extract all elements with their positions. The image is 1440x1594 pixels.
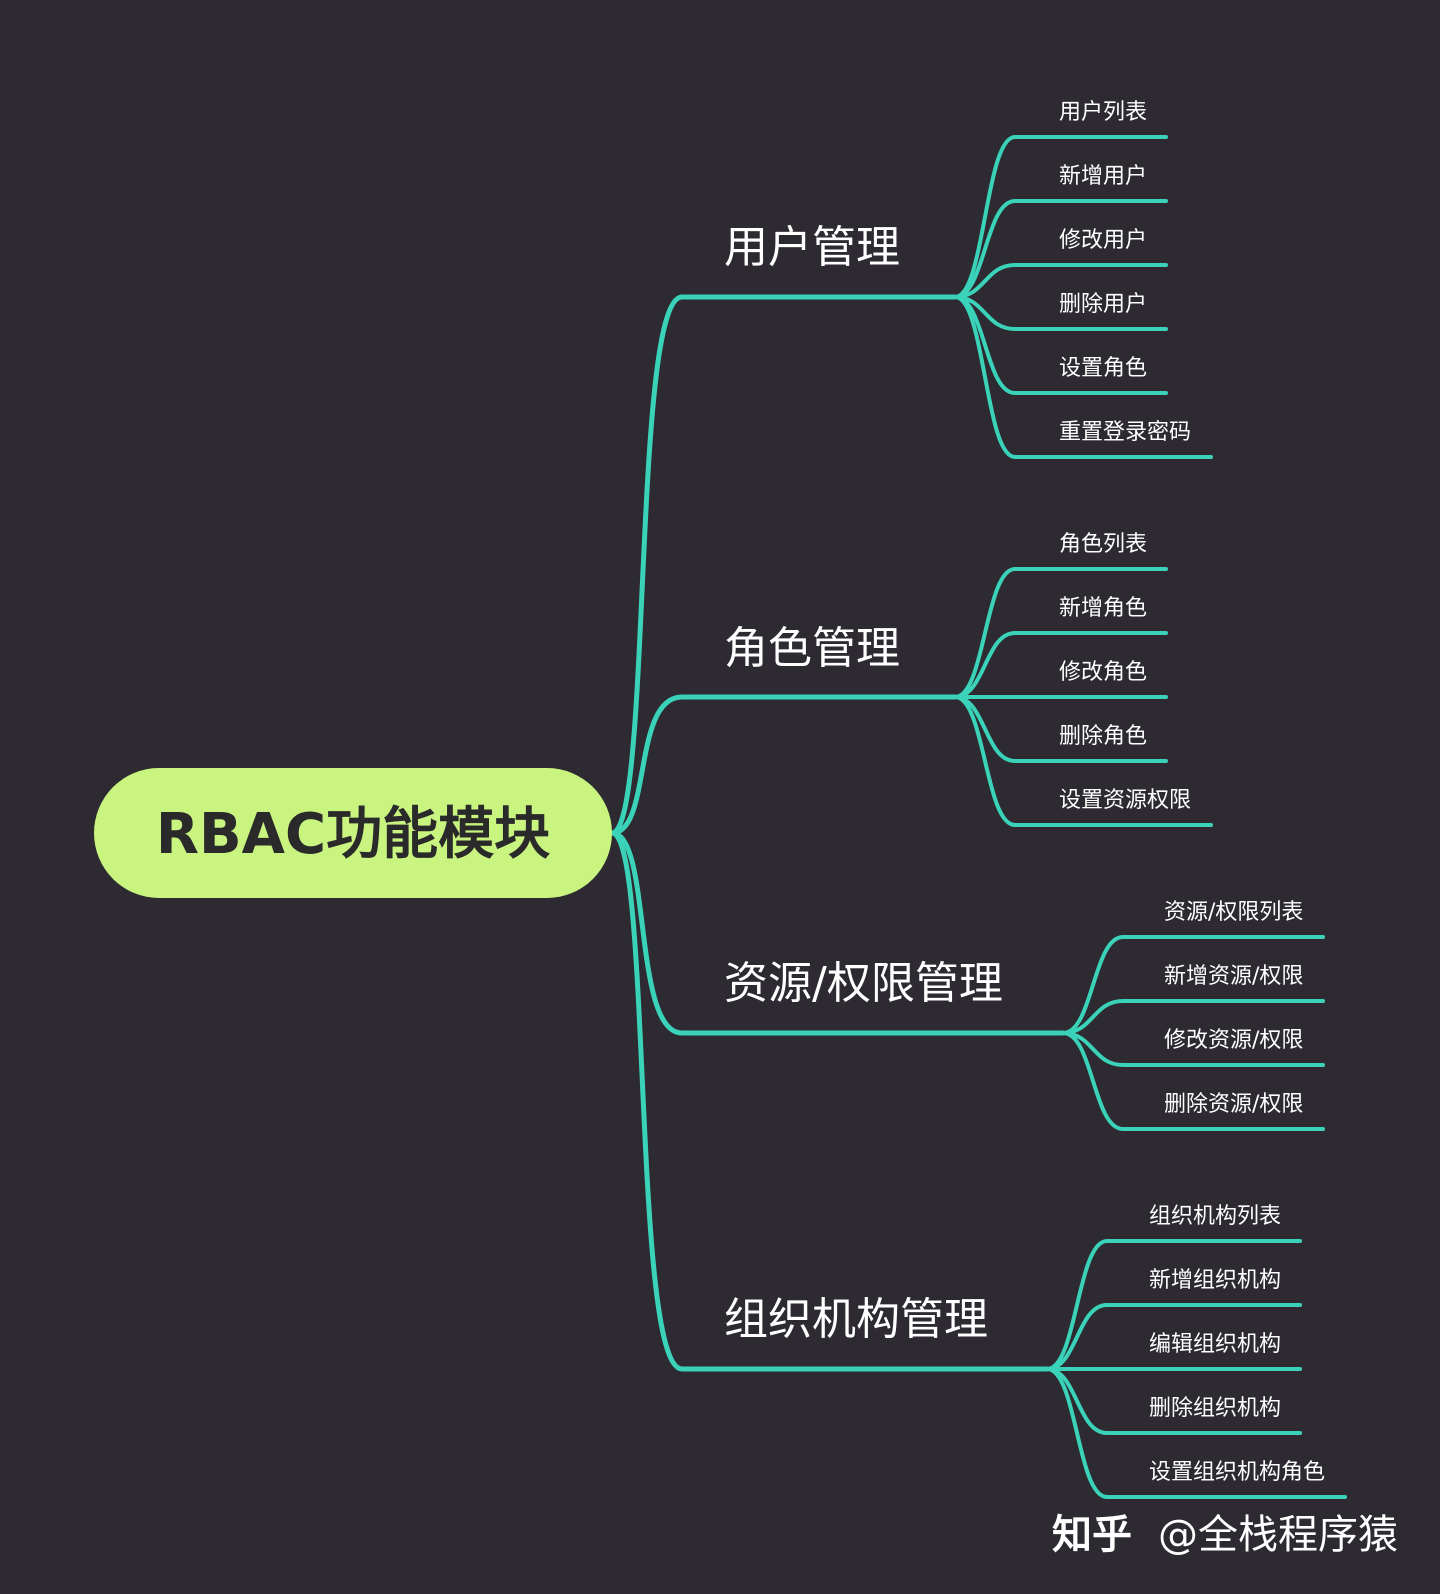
leaf-label: 角色列表 bbox=[1059, 532, 1147, 557]
leaf-label: 删除资源/权限 bbox=[1164, 1092, 1303, 1117]
leaf-connector bbox=[1045, 1367, 1109, 1435]
leaf-label: 新增组织机构 bbox=[1149, 1268, 1281, 1293]
root-node-label: RBAC功能模块 bbox=[156, 802, 550, 867]
branch-label: 资源/权限管理 bbox=[724, 958, 1003, 1009]
root-connector bbox=[609, 830, 685, 1036]
leaf-connector bbox=[1045, 1239, 1109, 1371]
leaf-label: 修改角色 bbox=[1059, 660, 1147, 685]
leaf-label: 新增角色 bbox=[1059, 596, 1147, 621]
root-node: RBAC功能模块 bbox=[94, 768, 612, 898]
leaf-label: 组织机构列表 bbox=[1149, 1204, 1281, 1229]
leaf-label: 修改资源/权限 bbox=[1164, 1028, 1303, 1053]
watermark-author: @全栈程序猿 bbox=[1158, 1512, 1398, 1558]
leaf-label: 重置登录密码 bbox=[1059, 420, 1191, 445]
root-connector bbox=[609, 830, 685, 1372]
branch-label: 用户管理 bbox=[724, 222, 900, 273]
leaf-connector bbox=[953, 199, 1017, 299]
leaf-label: 删除角色 bbox=[1059, 724, 1147, 749]
leaf-connector bbox=[1061, 1031, 1125, 1131]
leaf-connector bbox=[953, 135, 1017, 299]
leaf-label: 删除用户 bbox=[1059, 292, 1147, 317]
leaf-label: 用户列表 bbox=[1059, 100, 1147, 125]
leaf-label: 修改用户 bbox=[1059, 228, 1147, 253]
leaf-connector bbox=[953, 695, 1017, 763]
leaf-connector bbox=[1045, 1367, 1109, 1499]
branch-label: 角色管理 bbox=[724, 623, 900, 674]
leaf-connector bbox=[953, 695, 1017, 827]
leaf-connector bbox=[953, 295, 1017, 459]
root-node-pill bbox=[94, 768, 612, 898]
leaf-label: 新增用户 bbox=[1059, 164, 1147, 189]
root-connector bbox=[609, 294, 685, 836]
leaf-label: 设置角色 bbox=[1059, 356, 1147, 381]
leaf-label: 设置组织机构角色 bbox=[1149, 1460, 1325, 1485]
zhihu-logo: 知乎 bbox=[1052, 1512, 1132, 1558]
branch-label: 组织机构管理 bbox=[724, 1294, 988, 1345]
leaf-label: 删除组织机构 bbox=[1149, 1396, 1281, 1421]
leaf-label: 编辑组织机构 bbox=[1149, 1332, 1281, 1357]
root-connector bbox=[609, 694, 685, 836]
leaf-connector bbox=[1045, 1303, 1109, 1371]
connector-lines bbox=[609, 135, 1347, 1499]
leaf-label: 资源/权限列表 bbox=[1164, 900, 1303, 925]
leaf-connector bbox=[953, 631, 1017, 699]
leaf-label: 设置资源权限 bbox=[1059, 788, 1191, 813]
watermark: 知乎 @全栈程序猿 bbox=[1052, 1502, 1398, 1560]
leaf-label: 新增资源/权限 bbox=[1164, 964, 1303, 989]
leaf-connector bbox=[1061, 935, 1125, 1035]
leaf-connector bbox=[953, 567, 1017, 699]
